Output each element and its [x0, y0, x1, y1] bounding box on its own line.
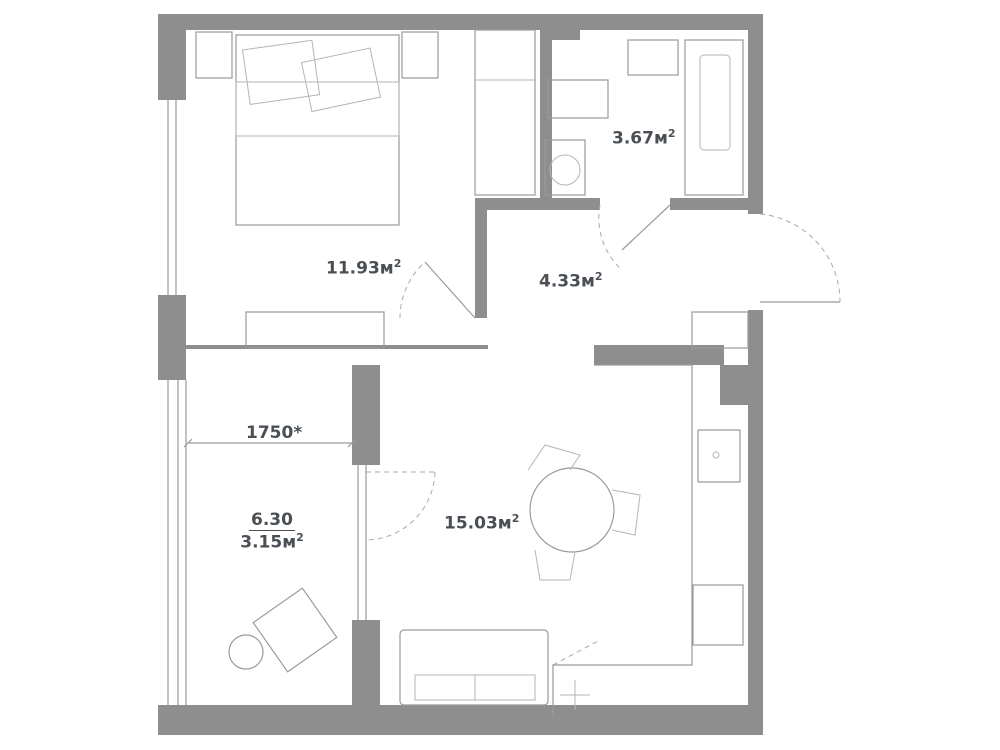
- kitchen: [552, 311, 749, 718]
- living-kitchen-area-label: 15.03м2: [444, 512, 520, 534]
- doors: [365, 204, 841, 666]
- windows: [167, 100, 367, 705]
- balcony-full-area: 6.30: [249, 510, 295, 531]
- dining-table: [527, 444, 641, 581]
- hall-area-label: 4.33м2: [539, 270, 603, 292]
- sofa: [399, 629, 549, 706]
- balcony-width-dimension: 1750*: [246, 423, 303, 443]
- wardrobe: [474, 29, 536, 196]
- bathroom-area-label: 3.67м2: [612, 127, 676, 149]
- bathroom-fixtures: [544, 39, 744, 196]
- bedroom-area-label: 11.93м2: [326, 257, 402, 279]
- bed: [195, 31, 439, 349]
- armchair: [228, 587, 338, 673]
- dimension-line: [183, 438, 357, 448]
- balcony-area-label: 6.30 3.15м2: [240, 510, 304, 553]
- walls: [158, 14, 763, 735]
